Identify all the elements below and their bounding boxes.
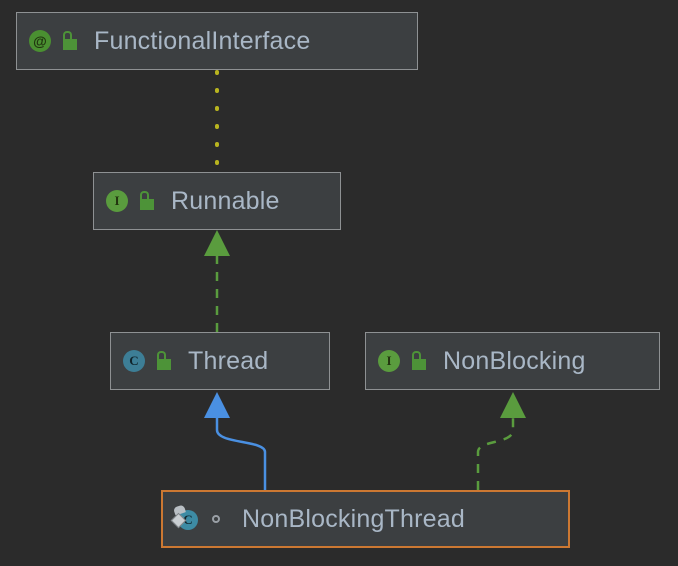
interface-badge-glyph: I xyxy=(378,350,400,372)
node-label: Thread xyxy=(188,346,269,375)
node-nonblocking[interactable]: I NonBlocking xyxy=(365,332,660,390)
node-runnable[interactable]: I Runnable xyxy=(93,172,341,230)
interface-badge-glyph: I xyxy=(106,190,128,212)
class-badge-glyph: C xyxy=(178,510,198,530)
node-label: Runnable xyxy=(171,186,280,215)
package-private-ring-icon xyxy=(208,508,228,530)
interface-icon: I xyxy=(104,188,130,214)
interface-icon: I xyxy=(376,348,402,374)
edge-nonblockingthread-nonblocking xyxy=(476,392,526,490)
node-functional-interface[interactable]: @ FunctionalInterface xyxy=(16,12,418,70)
class-badge-glyph: C xyxy=(123,350,145,372)
node-label: NonBlockingThread xyxy=(242,504,465,533)
edge-thread-runnable xyxy=(204,230,230,332)
annotation-icon: @ xyxy=(27,28,53,54)
public-unlocked-padlock-icon xyxy=(409,350,429,372)
public-unlocked-padlock-icon xyxy=(154,350,174,372)
current-class-icon: C xyxy=(170,504,199,532)
node-nonblockingthread[interactable]: C NonBlockingThread xyxy=(161,490,570,548)
node-label: NonBlocking xyxy=(443,346,586,375)
public-unlocked-padlock-icon xyxy=(137,190,157,212)
public-unlocked-padlock-icon xyxy=(60,30,80,52)
node-thread[interactable]: C Thread xyxy=(110,332,330,390)
class-icon: C xyxy=(121,348,147,374)
node-label: FunctionalInterface xyxy=(94,26,311,55)
edge-nonblockingthread-thread xyxy=(204,392,267,490)
annotation-badge-glyph: @ xyxy=(29,30,51,52)
